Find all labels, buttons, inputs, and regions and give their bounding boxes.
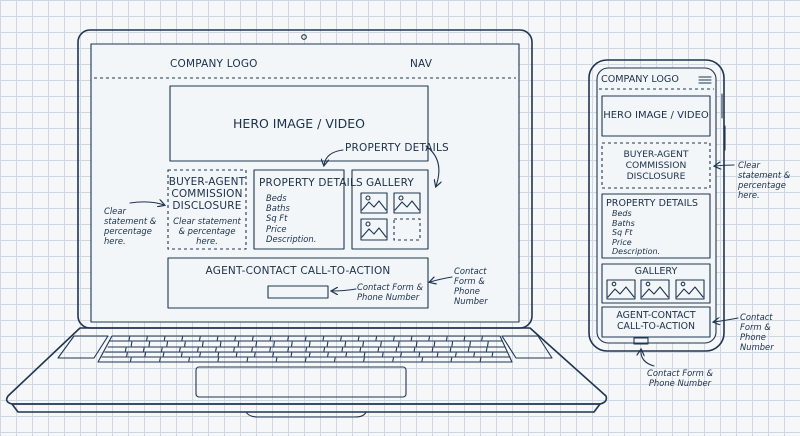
gallery-image-icon bbox=[360, 218, 388, 241]
laptop-disclosure-title: BUYER-AGENT COMMISSION DISCLOSURE bbox=[168, 176, 246, 212]
keyboard bbox=[101, 340, 511, 358]
phone-property-title: PROPERTY DETAILS bbox=[606, 198, 698, 209]
phone-disclosure-box bbox=[601, 142, 711, 189]
laptop-disclosure-body: Clear statement & percentage here. bbox=[173, 216, 241, 246]
laptop-company-logo: COMPANY LOGO bbox=[170, 58, 258, 70]
phone-disclosure-title: BUYER-AGENT COMMISSION DISCLOSURE bbox=[623, 149, 689, 182]
hamburger-menu-icon bbox=[698, 76, 712, 84]
laptop-gallery-box bbox=[351, 169, 429, 250]
laptop-disclosure-note: Clear statement & percentage here. bbox=[104, 206, 157, 246]
phone-company-logo: COMPANY LOGO bbox=[601, 74, 679, 85]
laptop-property-title: PROPERTY DETAILS bbox=[259, 177, 363, 189]
phone-property-list: Beds Baths Sq Ft Price Description. bbox=[612, 209, 661, 257]
laptop-device bbox=[5, 29, 608, 418]
phone-gallery-title: GALLERY bbox=[634, 266, 678, 277]
laptop-property-box bbox=[253, 169, 345, 250]
property-details-callout: PROPERTY DETAILS bbox=[345, 142, 449, 154]
laptop-cta-note-outer: Contact Form & Phone Number bbox=[454, 266, 488, 306]
phone-cta-note-right: Contact Form & Phone Number bbox=[740, 312, 774, 352]
laptop-nav: NAV bbox=[410, 58, 433, 70]
phone-cta-box bbox=[601, 306, 711, 338]
phone-disclosure-note: Clear statement & percentage here. bbox=[738, 160, 791, 200]
phone-hero-label: HERO IMAGE / VIDEO bbox=[603, 110, 709, 121]
phone-cta-button bbox=[633, 337, 649, 345]
laptop-gallery-title: GALLERY bbox=[365, 177, 415, 189]
phone-hero-box bbox=[601, 95, 711, 137]
phone-property-box bbox=[601, 193, 711, 259]
phone-gallery-box bbox=[601, 263, 711, 304]
laptop-cta-button bbox=[267, 285, 329, 299]
laptop-disclosure-box bbox=[167, 169, 247, 250]
trackpad bbox=[195, 366, 407, 398]
gallery-image-icon bbox=[640, 279, 670, 300]
gallery-image-icon bbox=[675, 279, 705, 300]
gallery-image-icon bbox=[606, 279, 636, 300]
laptop-cta-note-inner: Contact Form & Phone Number bbox=[357, 282, 423, 302]
laptop-property-list: Beds Baths Sq Ft Price Description. bbox=[266, 193, 317, 244]
gallery-placeholder bbox=[393, 218, 421, 241]
laptop-hero-label: HERO IMAGE / VIDEO bbox=[233, 116, 365, 131]
phone-device bbox=[588, 59, 739, 367]
phone-cta-note-bottom: Contact Form & Phone Number bbox=[647, 368, 713, 388]
laptop-hero-box bbox=[169, 85, 429, 162]
gallery-image-icon bbox=[393, 192, 421, 214]
laptop-cta-title: AGENT-CONTACT CALL-TO-ACTION bbox=[205, 265, 391, 277]
gallery-image-icon bbox=[360, 192, 388, 214]
phone-cta-title: AGENT-CONTACT CALL-TO-ACTION bbox=[616, 310, 696, 332]
